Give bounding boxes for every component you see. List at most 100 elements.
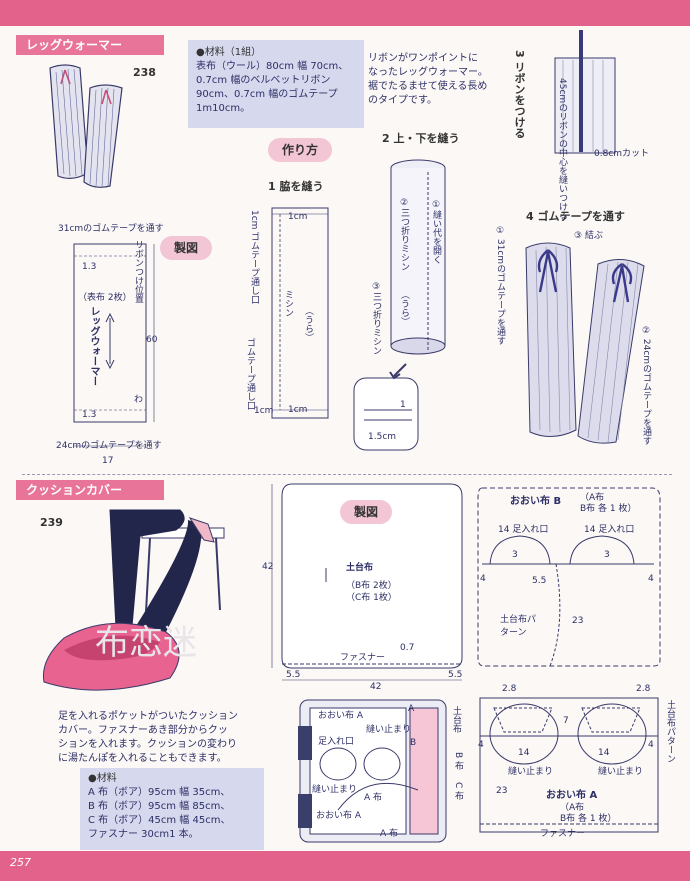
cushion-base-piece: （C布 1枚） — [346, 593, 397, 603]
cushion-description-line: カバー。ファスナーあき部分からクッ — [58, 725, 228, 736]
cushion-base-name: 土台布 — [346, 563, 374, 573]
cover-a-w1: 14 — [518, 748, 530, 758]
cushion-materials-line: A 布（ボア）95cm 幅 35cm、 — [88, 787, 231, 798]
top-band — [0, 0, 690, 26]
pattern-height: 60 — [146, 335, 158, 345]
cover-a-right-edge: 4 — [648, 740, 654, 750]
cushion-materials-line: B 布（ボア）95cm 幅 85cm、 — [88, 801, 231, 812]
cover-b-dim: 3 — [604, 550, 610, 560]
leg-materials-line: 0.7cm 幅のベルベットリボン — [196, 75, 331, 86]
cover-b-piece: （A布 — [580, 493, 605, 503]
pattern-top-seam: 1.3 — [82, 262, 97, 272]
assembly-a-fabric: A 布 — [380, 829, 399, 839]
step3-note: 45cmのリボンの中心を縫いつける — [557, 78, 567, 221]
cover-a-stop-right: 縫い止まり — [598, 767, 644, 777]
step2-fold2: ③三つ折りミシン — [371, 282, 381, 355]
cover-b-dim: 4 — [480, 574, 486, 584]
cover-a-zipper: ファスナー — [540, 829, 586, 839]
cover-b-opening-left: 14 足入れ口 — [498, 525, 549, 535]
assembly-b-fabric: B 布 — [453, 752, 463, 771]
step4-title: 4 ゴムテープを通す — [526, 210, 625, 223]
step4-left: ① 31cmのゴムテープを通す — [495, 226, 505, 346]
step1-ura: （うら） — [303, 306, 313, 342]
cover-b-dim: 3 — [512, 550, 518, 560]
pattern-bottom-note: 24cmのゴムテープを通す — [56, 441, 162, 451]
step4-right: ② 24cmのゴムテープを通す — [641, 326, 651, 446]
pattern-top-note: 31cmのゴムテープを通す — [58, 224, 164, 234]
how-to-label: 作り方 — [268, 138, 332, 162]
pattern-width: 17 — [102, 456, 114, 466]
assembly-c-fabric: C 布 — [453, 782, 463, 801]
cover-b-title: おおい布 B — [510, 496, 562, 507]
leg-materials-line: 表布（ウール）80cm 幅 70cm、 — [196, 61, 349, 72]
pattern-piece: （表布 2枚） — [78, 293, 132, 303]
assembly-a-label: A — [408, 704, 415, 714]
cushion-base-diagram — [271, 483, 463, 681]
cover-a-top-left: 2.8 — [502, 684, 517, 694]
step1-bottom-left: 1cm — [254, 406, 274, 416]
pattern-ribbon-position: リボンつけ位置 — [133, 240, 143, 303]
assembly-stop2: 縫い止まり — [312, 785, 358, 795]
step4-illustration — [525, 242, 645, 444]
pattern-fold: わ — [134, 395, 144, 405]
cover-a-w2: 14 — [598, 748, 610, 758]
cushion-materials-heading: ●材料 — [88, 773, 117, 784]
cover-a-piece: （A布 — [560, 803, 585, 813]
step4-tie: ③ 結ぶ — [574, 231, 603, 241]
leg-description-line: 裾でたるませて使える長め — [368, 81, 488, 92]
leg-item-number: 238 — [133, 66, 156, 79]
leg-description-line: のタイプです。 — [368, 95, 437, 106]
cover-b-piece: B布 各 1 枚） — [580, 504, 637, 514]
assembly-diagram — [298, 699, 447, 843]
leg-pattern-diagram — [73, 243, 155, 447]
cover-b-opening-right: 14 足入れ口 — [584, 525, 635, 535]
step3-diagram — [554, 30, 616, 154]
step1-title: 1 脇を縫う — [268, 180, 324, 193]
cover-a-left-edge: 4 — [478, 740, 484, 750]
cover-a-base-pattern: 土台布パターン — [665, 700, 675, 763]
cushion-description-line: 足を入れるポケットがついたクッション — [58, 711, 238, 722]
cushion-corner-left: 5.5 — [286, 670, 301, 680]
assembly-cover-a-bottom: おおい布 A — [316, 811, 362, 821]
cover-b-base-pattern: 土台布パターン — [500, 615, 537, 638]
cover-a-stop-left: 縫い止まり — [508, 767, 554, 777]
cushion-title: クッションカバー — [16, 480, 164, 500]
cover-b-dim: 5.5 — [532, 576, 547, 586]
cushion-zip-measure: 0.7 — [400, 643, 415, 653]
watermark: 布恋迷 — [95, 623, 197, 663]
cushion-base-height: 42 — [262, 562, 274, 572]
cushion-corner-right: 5.5 — [448, 670, 463, 680]
leg-materials-line: 1m10cm。 — [196, 103, 251, 114]
cover-a-height: 23 — [496, 786, 508, 796]
leg-warmer-title: レッグウォーマー — [16, 35, 164, 55]
assembly-b-label: B — [410, 738, 417, 748]
leg-description-line: なったレッグウォーマー。 — [368, 67, 488, 78]
cover-b-height: 23 — [572, 616, 584, 626]
leg-materials-line: 90cm、0.7cm 幅のゴムテープ — [196, 89, 338, 100]
section-divider — [22, 474, 672, 475]
cushion-pattern-label: 製図 — [340, 500, 392, 524]
cover-a-mid: 7 — [563, 716, 569, 726]
cushion-description-line: に湯たんぽを入れることもできます。 — [58, 753, 227, 764]
cover-a-piece: B布 各 1 枚） — [560, 814, 617, 824]
cushion-materials-line: C 布（ボア）45cm 幅 45cm、 — [88, 815, 231, 826]
step1-stitch: ミシン — [283, 290, 293, 317]
assembly-a-fabric: A 布 — [364, 793, 383, 803]
step1-gomu-top: 1cm ゴムテープ通し口 — [249, 210, 259, 305]
bottom-band — [0, 851, 690, 881]
step3-title: 3 リボンをつける — [513, 50, 526, 139]
cover-a-diagram — [479, 697, 659, 833]
assembly-cover-a: おおい布 A — [318, 711, 364, 721]
step2-detail-15: 1.5cm — [368, 432, 397, 442]
step1-gomu-bottom: ゴムテープ通し口 — [245, 338, 255, 410]
leg-warmer-illustration — [49, 64, 123, 188]
leg-materials-box: ●材料（1組） 表布（ウール）80cm 幅 70cm、 0.7cm 幅のベルベッ… — [188, 40, 364, 128]
leg-description-line: リボンがワンポイントに — [368, 53, 478, 64]
step1-top-mark: 1cm — [288, 212, 308, 222]
leg-pattern-label: 製図 — [160, 236, 212, 260]
cushion-description: 足を入れるポケットがついたクッション カバー。ファスナーあき部分からクッ ション… — [58, 710, 256, 766]
step1-diagram — [271, 207, 329, 419]
step2-tube — [390, 159, 446, 355]
pattern-bottom-seam: 1.3 — [82, 410, 97, 420]
step2-open: ①縫い代を開く — [431, 200, 441, 264]
